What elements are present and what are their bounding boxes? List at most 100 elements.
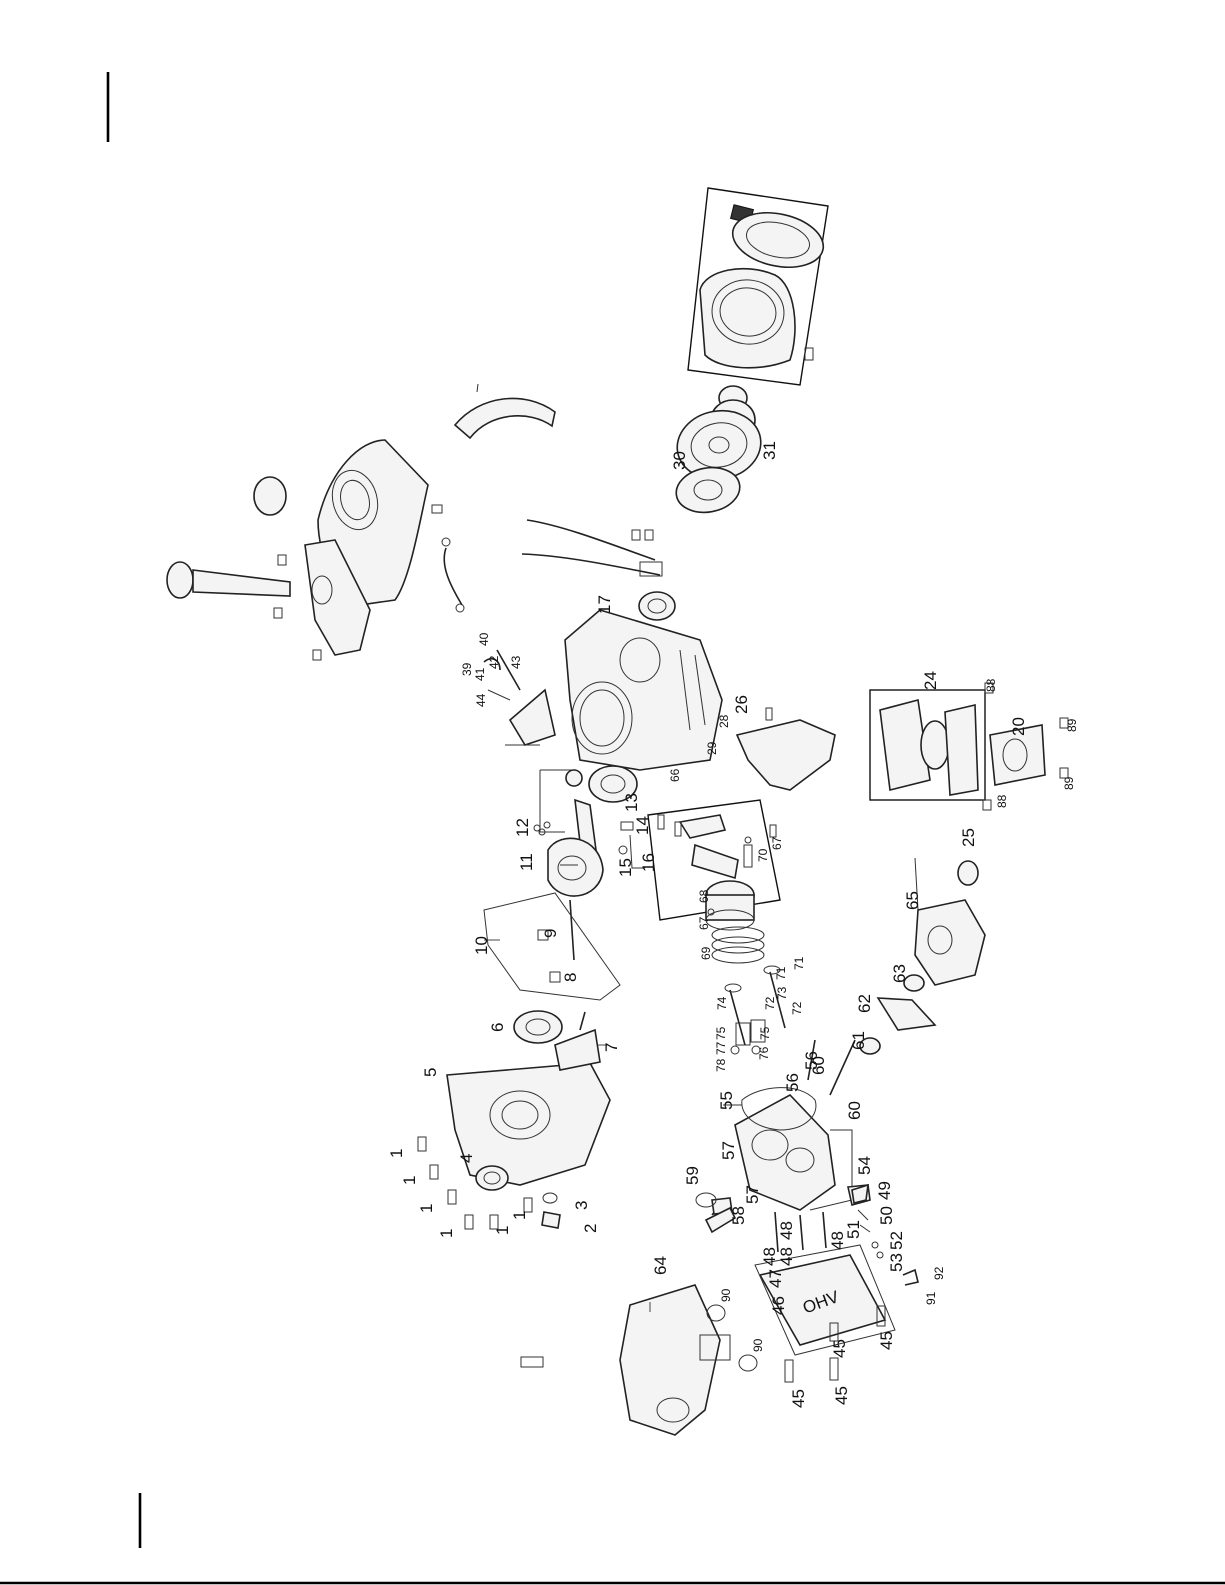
label-30: 30 — [670, 451, 689, 470]
label-89: 89 — [1062, 776, 1076, 790]
label-43: 43 — [509, 655, 523, 669]
label-78: 78 — [714, 1058, 728, 1072]
ignition-coil — [522, 520, 662, 576]
label-1: 1 — [493, 1226, 512, 1235]
label-4: 4 — [457, 1154, 476, 1163]
label-42: 42 — [487, 655, 501, 669]
label-69: 69 — [699, 946, 713, 960]
label-3: 3 — [572, 1201, 591, 1210]
label-51: 51 — [844, 1220, 863, 1239]
label-60: 60 — [845, 1101, 864, 1120]
muffler-assembly — [521, 1285, 757, 1435]
label-90: 90 — [719, 1288, 733, 1302]
label-91: 91 — [924, 1291, 938, 1305]
label-67: 67 — [697, 916, 711, 930]
label-14: 14 — [633, 816, 652, 835]
label-9: 9 — [541, 929, 560, 938]
label-20: 20 — [1009, 717, 1028, 736]
label-73: 73 — [775, 986, 789, 1000]
camshaft-gear — [555, 1030, 600, 1070]
label-72: 72 — [790, 1001, 804, 1015]
label-17: 17 — [595, 595, 614, 614]
label-61: 61 — [849, 1031, 868, 1050]
label-56: 56 — [783, 1073, 802, 1092]
label-46: 46 — [769, 1296, 788, 1315]
label-60: 60 — [809, 1056, 828, 1075]
label-52: 52 — [887, 1231, 906, 1250]
label-65: 65 — [903, 891, 922, 910]
label-88: 88 — [984, 678, 998, 692]
label-75: 75 — [714, 1026, 728, 1040]
label-6: 6 — [488, 1023, 507, 1032]
air-filter-assembly — [870, 683, 1068, 810]
label-10: 10 — [472, 936, 491, 955]
label-68: 68 — [697, 889, 711, 903]
label-40: 40 — [477, 632, 491, 646]
fuel-line — [444, 548, 462, 605]
label-48: 48 — [777, 1221, 796, 1240]
label-57: 57 — [719, 1141, 738, 1160]
label-1: 1 — [400, 1176, 419, 1185]
label-59: 59 — [683, 1166, 702, 1185]
oil-seal-part — [639, 592, 675, 620]
label-47: 47 — [766, 1269, 785, 1288]
label-8: 8 — [561, 973, 580, 982]
piston-group — [648, 800, 780, 963]
label-16: 16 — [639, 853, 658, 872]
label-67: 67 — [770, 836, 784, 850]
label-25: 25 — [959, 828, 978, 847]
label-70: 70 — [756, 848, 770, 862]
label-71: 71 — [792, 956, 806, 970]
label-66: 66 — [668, 768, 682, 782]
label-58: 58 — [729, 1206, 748, 1225]
label-31: 31 — [760, 441, 779, 460]
label-76: 76 — [757, 1046, 771, 1060]
label-55: 55 — [717, 1091, 736, 1110]
label-89: 89 — [1065, 718, 1079, 732]
label-29: 29 — [705, 741, 719, 755]
label-53: 53 — [887, 1253, 906, 1272]
label-24: 24 — [921, 671, 940, 690]
label-7: 7 — [602, 1043, 621, 1052]
crankcase-gasket — [484, 893, 620, 1000]
label-44: 44 — [474, 693, 488, 707]
label-11: 11 — [517, 853, 536, 871]
label-45: 45 — [830, 1339, 849, 1358]
fan-cover-part — [455, 398, 555, 438]
label-1: 1 — [387, 1149, 406, 1158]
label-64: 64 — [651, 1256, 670, 1275]
label-62: 62 — [855, 994, 874, 1013]
label-28: 28 — [717, 714, 731, 728]
label-26: 26 — [732, 695, 751, 714]
label-5: 5 — [421, 1068, 440, 1077]
label-13: 13 — [622, 793, 641, 812]
label-75: 75 — [758, 1026, 772, 1040]
label-39: 39 — [460, 662, 474, 676]
label-54: 54 — [855, 1156, 874, 1175]
label-90: 90 — [751, 1338, 765, 1352]
label-41: 41 — [473, 667, 487, 681]
air-cleaner-bracket — [737, 720, 835, 790]
label-92: 92 — [932, 1266, 946, 1280]
label-48: 48 — [777, 1247, 796, 1266]
cylinder-block — [565, 610, 722, 770]
oil-fill-and-bracket — [167, 540, 370, 660]
label-45: 45 — [789, 1389, 808, 1408]
label-71: 71 — [774, 966, 788, 980]
recoil-starter-assembly — [688, 188, 828, 385]
label-88: 88 — [995, 794, 1009, 808]
label-1: 1 — [437, 1229, 456, 1238]
bearing-part — [514, 1011, 562, 1043]
label-45: 45 — [832, 1386, 851, 1405]
carburetor-assembly — [860, 858, 985, 1054]
label-1: 1 — [417, 1204, 436, 1213]
label-1: 1 — [510, 1211, 529, 1220]
label-45: 45 — [877, 1331, 896, 1350]
label-63: 63 — [890, 964, 909, 983]
label-77: 77 — [714, 1041, 728, 1055]
label-50: 50 — [877, 1206, 896, 1225]
label-12: 12 — [513, 818, 532, 837]
label-57: 57 — [743, 1185, 762, 1204]
label-74: 74 — [715, 996, 729, 1010]
